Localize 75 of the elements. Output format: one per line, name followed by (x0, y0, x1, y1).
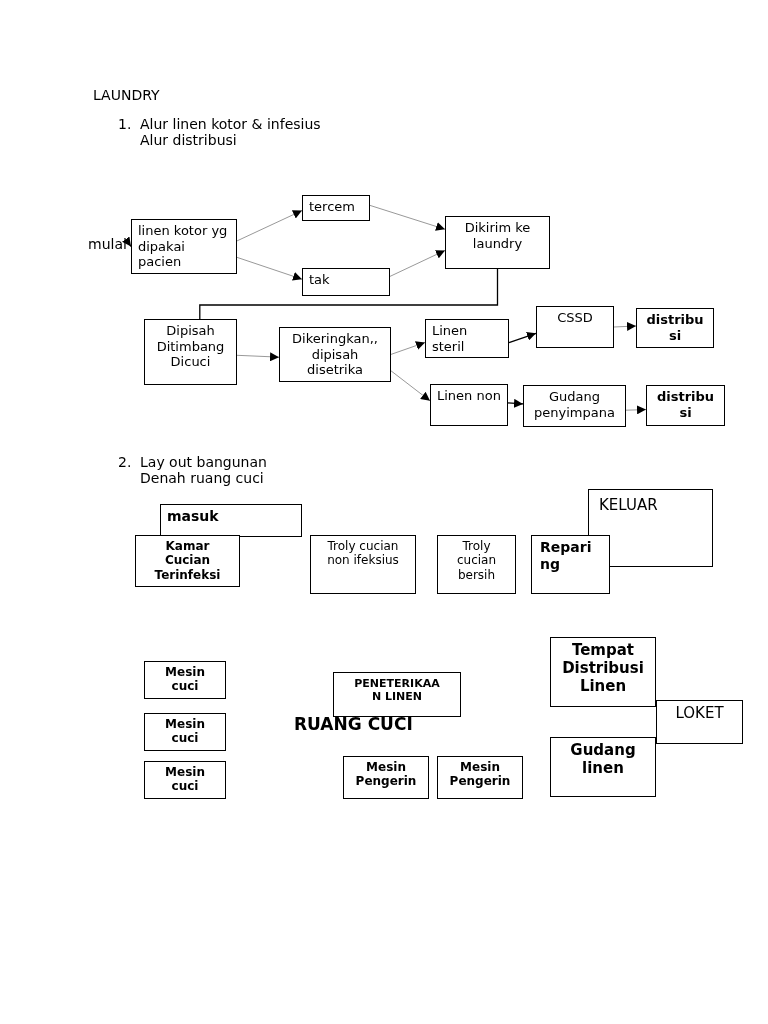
process-box (430, 384, 508, 426)
room-label: RUANG CUCI (294, 714, 413, 734)
process-box (550, 737, 656, 797)
process-box (144, 713, 226, 751)
list-number: 1. (118, 116, 132, 132)
process-box (135, 535, 240, 587)
process-box (333, 672, 461, 717)
arrow (236, 352, 280, 362)
box-label: distribu si (646, 312, 704, 344)
process-box (523, 385, 626, 427)
arrow (625, 405, 647, 415)
box-label: Kamar Cucian Terinfeksi (153, 539, 222, 583)
start-label: mulai (88, 236, 130, 254)
process-box (646, 385, 725, 426)
box-label: PENETERIKAA N LINEN (353, 677, 441, 704)
process-box (302, 268, 390, 296)
box-label: Repari ng (540, 539, 593, 573)
box-label: KELUAR (599, 496, 658, 514)
box-label: masuk (167, 508, 219, 525)
arrow (390, 370, 431, 402)
process-box (144, 761, 226, 799)
process-box (144, 661, 226, 699)
process-box (279, 327, 391, 382)
process-box (656, 700, 743, 744)
connector-line (199, 268, 499, 320)
box-label: CSSD (557, 310, 593, 326)
arrow (389, 249, 446, 277)
process-box (437, 535, 516, 594)
box-label: Dikirim ke laundry (463, 220, 532, 252)
process-box (445, 216, 550, 269)
arrow (390, 341, 426, 355)
box-label: Gudang penyimpana (533, 389, 616, 421)
section-heading: Lay out bangunan (140, 454, 267, 470)
box-label: Troly cucian bersih (455, 539, 498, 583)
box-label: distribu si (656, 389, 715, 421)
process-box (531, 535, 610, 594)
box-label: Tempat Distribusi Linen (561, 641, 645, 695)
box-label: Mesin cuci (164, 765, 206, 794)
arrow (507, 398, 524, 408)
process-box (425, 319, 509, 359)
section-heading: Alur distribusi (140, 132, 237, 148)
box-label: Mesin cuci (164, 717, 206, 746)
list-number: 2. (118, 454, 132, 470)
process-box (550, 637, 656, 707)
box-label: tak (309, 272, 330, 288)
process-box (302, 195, 370, 221)
process-box (160, 504, 302, 537)
process-box (437, 756, 523, 799)
process-box (310, 535, 416, 594)
section-heading: Alur linen kotor & infesius (140, 116, 321, 132)
section-heading: Denah ruang cuci (140, 470, 264, 486)
box-label: Mesin cuci (164, 665, 206, 694)
arrow (613, 321, 637, 331)
arrow (508, 331, 537, 344)
box-label: Dikeringkan,, dipisah disetrika (291, 331, 379, 378)
process-box (131, 219, 237, 274)
box-label: linen kotor yg dipakai pacien (138, 223, 229, 270)
box-label: Linen non (437, 388, 501, 404)
box-label: Dipisah Ditimbang Dicuci (155, 323, 226, 370)
box-label: Mesin Pengerin (354, 760, 418, 789)
box-label: tercem (309, 199, 355, 215)
page-title: LAUNDRY (93, 87, 160, 103)
box-label: Linen steril (432, 323, 469, 355)
process-box (536, 306, 614, 348)
box-label: Mesin Pengerin (448, 760, 512, 789)
box-label: Troly cucian non ifeksius (326, 539, 400, 568)
process-box (636, 308, 714, 348)
arrow (122, 236, 132, 248)
arrow (369, 204, 446, 231)
arrow (236, 210, 303, 242)
process-box (343, 756, 429, 799)
arrow (236, 256, 303, 281)
box-label: LOKET (675, 704, 724, 722)
box-label: Gudang linen (569, 741, 637, 777)
process-box (144, 319, 237, 385)
